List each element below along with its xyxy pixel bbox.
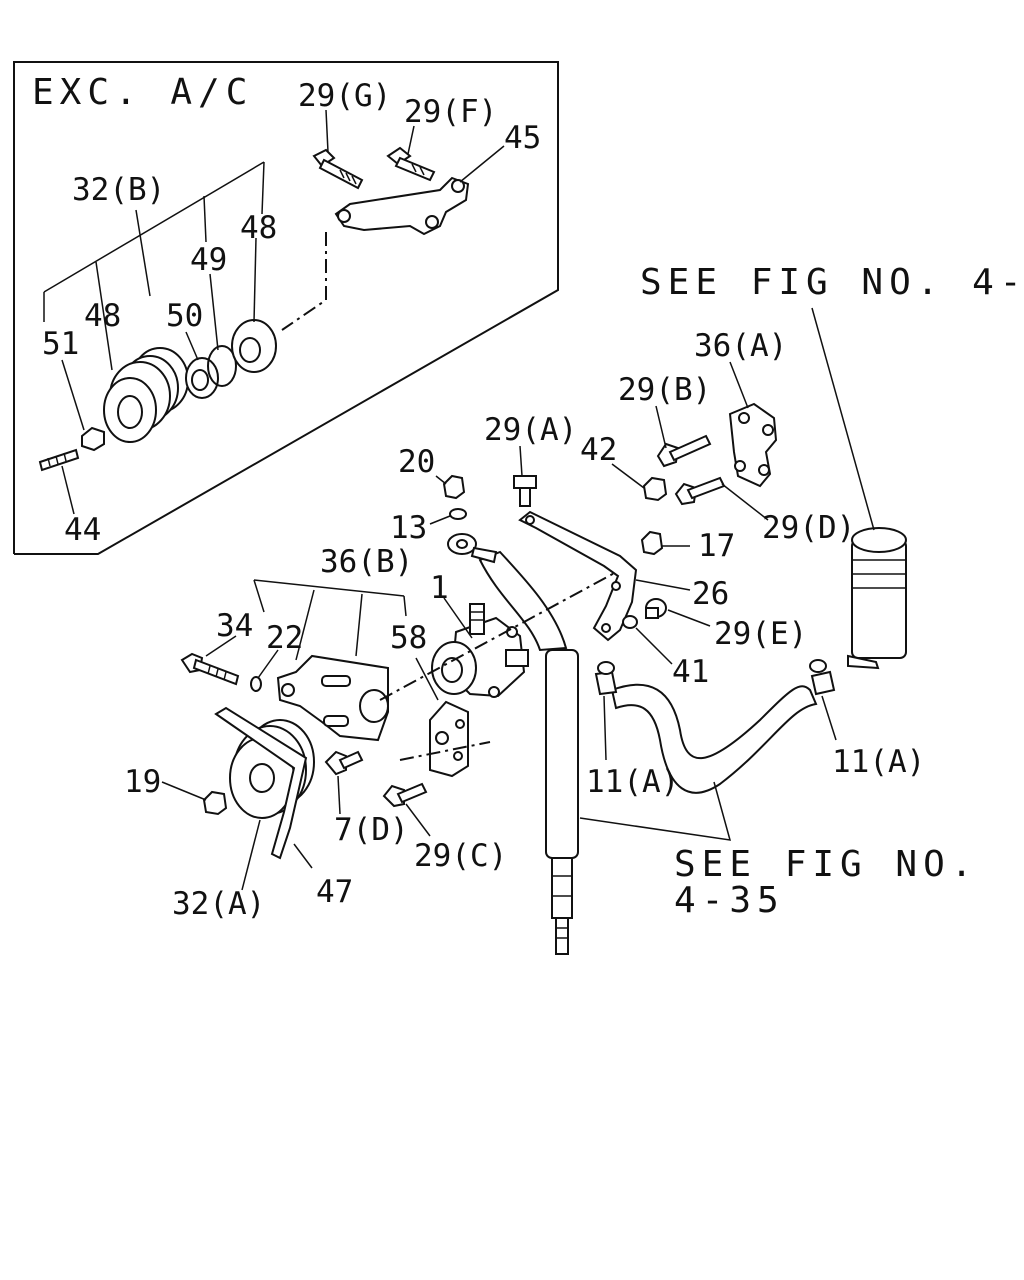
washer-48 [231,319,277,373]
return-hose [610,683,818,794]
nut-51 [81,426,105,452]
label-20: 20 [398,444,435,480]
label-29c: 29(C) [414,838,507,874]
label-41: 41 [672,654,709,690]
label-7d: 7(D) [334,812,409,848]
washer-13 [449,508,467,520]
label-11a-right: 11(A) [832,744,925,780]
label-49: 49 [190,242,227,278]
label-22: 22 [266,620,303,656]
label-29e: 29(E) [714,616,807,652]
nut-19 [202,790,228,816]
label-51: 51 [42,326,79,362]
label-47: 47 [316,874,353,910]
bolt-29a [513,475,537,507]
label-48-left: 48 [84,298,121,334]
bolt-29b [656,434,712,468]
label-36a: 36(A) [694,328,787,364]
label-50: 50 [166,298,203,334]
ref-fig-top: SEE FIG NO. 4-35 [640,262,1024,303]
reservoir-tank [847,527,907,670]
bracket-45 [334,176,470,236]
label-17: 17 [698,528,735,564]
label-32a: 32(A) [172,886,265,922]
ref-fig-bottom-line1: SEE FIG NO. [674,844,978,885]
belt-47 [214,706,308,860]
label-48-top: 48 [240,210,277,246]
main-leaders [161,361,837,891]
label-36b: 36(B) [320,544,413,580]
pressure-hose [478,550,579,955]
bolt-34 [180,652,240,686]
bracket-36a [728,402,778,488]
pump-1 [431,603,529,698]
label-58: 58 [390,620,427,656]
washer-22 [250,676,262,692]
bolt-29e [645,598,667,619]
label-29d: 29(D) [762,510,855,546]
bolt-29g [312,148,364,190]
bolt-29d [674,476,726,506]
nut-20 [442,474,466,500]
hose-clamp-left [594,661,618,696]
label-1: 1 [430,570,449,606]
eye-fitting [447,533,498,564]
bracket-36b [276,654,389,742]
label-42: 42 [580,432,617,468]
bracket-26 [518,510,638,642]
inset-title: EXC. A/C [32,72,253,113]
label-32b: 32(B) [72,172,165,208]
label-29f: 29(F) [404,94,497,130]
hose-clamp-right [809,659,836,696]
label-26: 26 [692,576,729,612]
plate-58 [429,700,469,778]
label-29a: 29(A) [484,412,577,448]
inset-leaders [43,109,505,515]
bolt-29f [386,146,436,182]
washer-41 [622,615,638,629]
nut-17 [640,530,664,556]
bolt-7d [324,750,364,776]
label-44: 44 [64,512,101,548]
stud-44 [38,448,80,472]
label-group: 29(G) 29(F) 45 32(B) 48 49 48 50 51 44 S… [42,78,1024,922]
label-13: 13 [390,510,427,546]
label-11a-left: 11(A) [586,764,679,800]
inset-box [13,61,559,555]
bolt-29c [382,782,428,808]
label-19: 19 [124,764,161,800]
label-45: 45 [504,120,541,156]
snap-ring-49 [207,345,237,387]
label-29g: 29(G) [298,78,391,114]
label-29b: 29(B) [618,372,711,408]
pulley-32b [103,347,189,443]
ref-fig-bottom-line2: 4-35 [674,880,785,921]
bearing-50 [185,357,219,399]
nut-42 [642,476,668,502]
label-34: 34 [216,608,253,644]
